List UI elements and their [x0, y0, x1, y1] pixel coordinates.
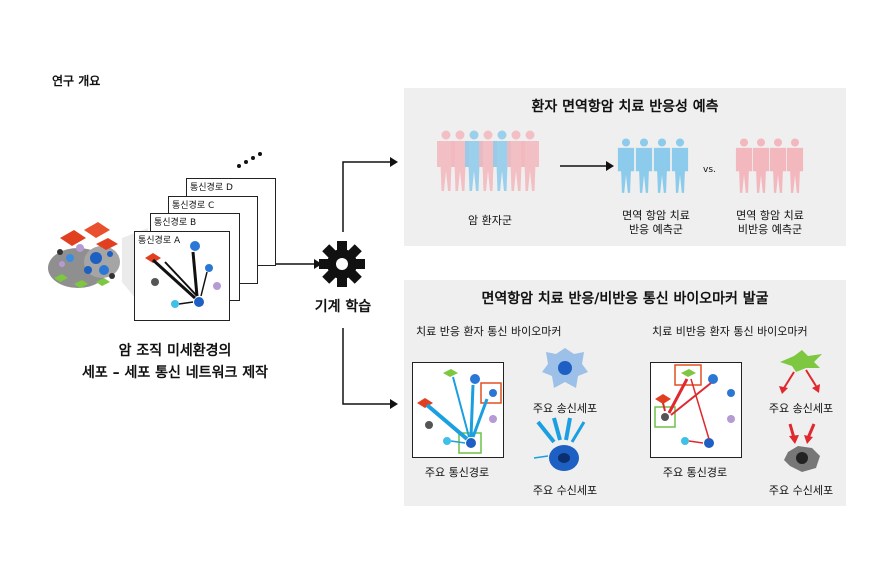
nonresponder-receiver-cell — [784, 423, 820, 472]
group-all-label: 암 환자군 — [468, 214, 512, 227]
person-figure — [521, 130, 539, 191]
nonresponder-sender-label: 주요 송신세포 — [768, 402, 834, 415]
responder-sender-cell — [542, 348, 588, 388]
person-figure — [769, 138, 787, 193]
nonresponder-biomarker-title: 치료 비반응 환자 통신 바이오마커 — [652, 325, 808, 338]
prediction-panel-title: 환자 면역항암 치료 반응성 예측 — [531, 99, 719, 115]
nonresponder-label-line2: 비반응 예측군 — [737, 223, 803, 236]
vs-label: vs. — [703, 165, 716, 175]
arrow-to-responders — [560, 161, 614, 171]
person-figure — [653, 138, 671, 193]
responder-label-line1: 면역 항암 치료 — [622, 209, 690, 222]
nonresponder-label-line1: 면역 항암 치료 — [736, 209, 804, 222]
pathway-card-label: 통신경로 B — [154, 218, 197, 228]
person-figure — [465, 130, 483, 191]
person-figure — [671, 138, 689, 193]
responder-sender-label: 주요 송신세포 — [532, 402, 598, 415]
responder-pathway-box — [412, 362, 504, 458]
left-caption-line1: 암 조직 미세환경의 — [118, 343, 232, 359]
responder-label-line2: 반응 예측군 — [628, 223, 684, 236]
responder-pathway-label: 주요 통신경로 — [424, 466, 490, 479]
pathway-network-a — [145, 241, 221, 308]
person-figure — [507, 130, 525, 191]
biomarker-panel-title: 면역항암 치료 반응/비반응 통신 바이오마커 발굴 — [481, 291, 769, 307]
person-figure — [493, 130, 511, 191]
patient-figures — [437, 130, 804, 193]
pathway-card-label: 통신경로 C — [172, 201, 215, 211]
nonresponder-sender-cell — [779, 350, 822, 394]
person-figure — [617, 138, 635, 193]
responder-receiver-label: 주요 수신세포 — [532, 484, 598, 497]
pathway-card-label: 통신경로 D — [190, 183, 233, 193]
nonresponder-receiver-label: 주요 수신세포 — [768, 484, 834, 497]
person-figure — [786, 138, 804, 193]
person-figure — [752, 138, 770, 193]
responder-receiver-cell — [533, 417, 586, 471]
arrow-gear-to-bottom — [342, 328, 398, 409]
arrow-gear-to-top — [342, 157, 398, 232]
person-figure — [479, 130, 497, 191]
arrow-cards-to-gear — [276, 259, 322, 269]
left-caption-line2: 세포 – 세포 통신 네트워크 제작 — [82, 365, 268, 381]
overview-title: 연구 개요 — [52, 74, 101, 88]
responder-pathway-network — [417, 369, 502, 454]
nonresponder-pathway-box — [650, 362, 742, 458]
machine-learning-label: 기계 학습 — [314, 299, 372, 315]
person-figure — [451, 130, 469, 191]
person-figure — [437, 130, 455, 191]
gear-icon — [319, 241, 365, 287]
pathway-card-a: 통신경로 A — [134, 231, 230, 321]
person-figure — [635, 138, 653, 193]
person-figure — [735, 138, 753, 193]
pathway-card-label: 통신경로 A — [138, 236, 181, 246]
tumor-tissue-illustration — [48, 222, 148, 314]
more-dots — [237, 152, 262, 168]
responder-biomarker-title: 치료 반응 환자 통신 바이오마커 — [416, 325, 562, 338]
nonresponder-pathway-label: 주요 통신경로 — [662, 466, 728, 479]
nonresponder-pathway-network — [654, 364, 735, 448]
